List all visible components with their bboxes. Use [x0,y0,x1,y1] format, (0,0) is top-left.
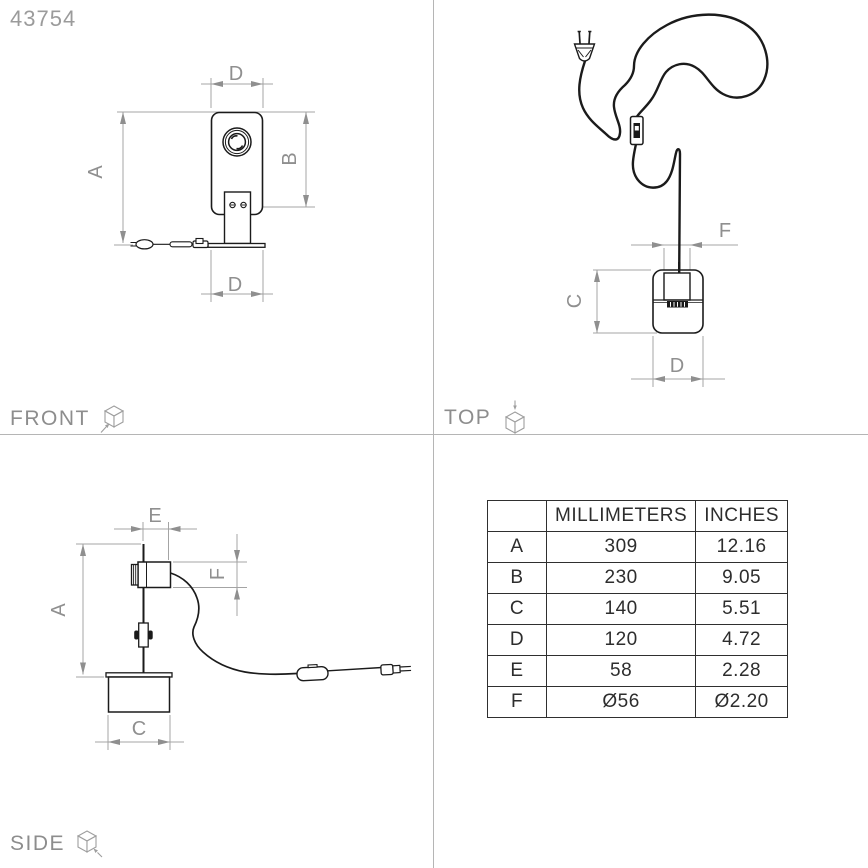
side-dim-label-head: F [207,568,229,580]
dim-inches: 2.28 [695,655,788,687]
dim-key: E [487,655,547,687]
side-view-drawing: E F A C [48,505,412,750]
dim-key: B [487,562,547,594]
side-dim-label-offset: E [148,505,161,527]
front-dim-label-left: A [85,165,107,179]
dim-mm: 230 [545,562,697,594]
front-dim-arrows [120,81,309,297]
front-dim-label-top: D [229,63,243,85]
front-view-cube-icon [100,405,124,433]
dim-mm: 120 [545,624,697,656]
product-code: 43754 [10,6,77,31]
side-dim-arrows [80,526,240,745]
dim-inches: 12.16 [695,531,788,563]
side-view-caption: SIDE [10,828,104,860]
side-view-label: SIDE [10,832,66,855]
front-view-drawing: D A B D [85,63,315,302]
top-view-cube-icon [505,400,526,434]
dim-mm: 140 [545,593,697,625]
front-view-caption: FRONT [10,403,129,435]
table-header-row: MILLIMETERS INCHES [487,500,788,532]
header-millimeters: MILLIMETERS [545,500,697,532]
table-row: C 140 5.51 [487,593,788,625]
dim-inches: 9.05 [695,562,788,594]
table-row: F Ø56 Ø2.20 [487,686,788,718]
top-view-label: TOP [444,405,492,429]
dim-mm: Ø56 [545,686,697,718]
front-view-label: FRONT [10,407,90,430]
dim-key: D [487,624,547,656]
side-dim-label-height: A [48,603,70,617]
dim-mm: 309 [545,531,697,563]
dim-key: F [487,686,547,718]
front-dim-label-right: B [279,152,301,165]
table-row: A 309 12.16 [487,531,788,563]
dimension-table: MILLIMETERS INCHES A 309 12.16 B 230 9.0… [487,500,788,718]
front-dim-label-bottom: D [228,274,242,296]
side-view-cube-icon [76,830,103,858]
dim-inches: 4.72 [695,624,788,656]
top-view-caption: TOP [444,400,530,435]
top-view-drawing: F C D [564,13,769,387]
table-row: B 230 9.05 [487,562,788,594]
top-dim-label-diameter: F [719,220,731,242]
dim-mm: 58 [545,655,697,687]
table-row: D 120 4.72 [487,624,788,656]
top-dim-label-width: D [670,355,684,377]
header-blank-cell [487,500,547,532]
dim-inches: Ø2.20 [695,686,788,718]
dim-key: A [487,531,547,563]
table-row: E 58 2.28 [487,655,788,687]
dim-inches: 5.51 [695,593,788,625]
top-dim-label-height: C [564,294,586,308]
side-dim-label-base: C [132,718,146,740]
header-inches: INCHES [695,500,788,532]
dim-key: C [487,593,547,625]
horizontal-divider [0,434,868,435]
top-dim-arrows [594,242,703,382]
